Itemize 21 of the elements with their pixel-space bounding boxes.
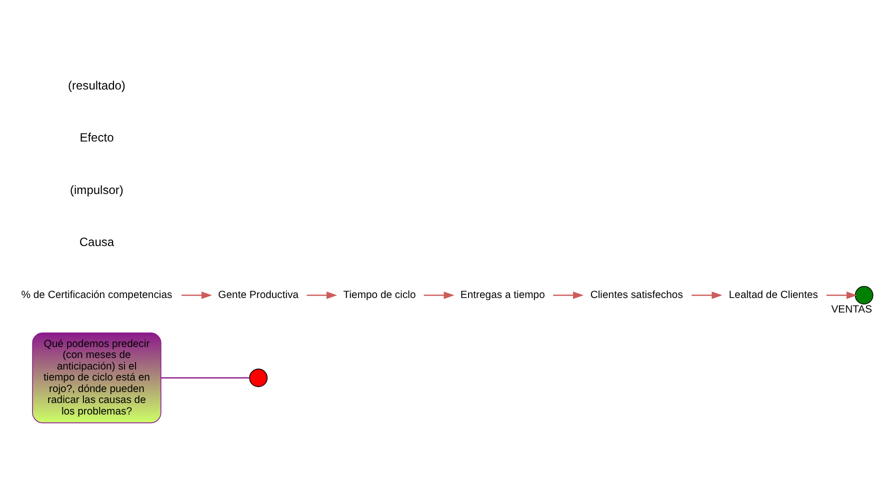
node-box: Qué podemos predecir (con meses de anticipación) si el tiempo de ciclo está en rojo?, dónde pueden radicar las causas de los problemas?: [32, 332, 162, 423]
node-circle: [854, 286, 874, 304]
node-text: Entregas a tiempo: [460, 289, 545, 300]
node-label: VENTAS: [831, 304, 872, 315]
label: (impulsor): [70, 182, 124, 196]
node-text: Gente Productiva: [218, 289, 299, 300]
node-text: Lealtad de Clientes: [728, 289, 818, 300]
label: Causa: [79, 234, 114, 248]
node-text: % de Certificación competencias: [21, 289, 172, 300]
node-text: Clientes satisfechos: [590, 289, 683, 300]
arrow: [306, 291, 338, 298]
arrow: [692, 291, 722, 298]
label: Efecto: [80, 130, 114, 144]
arrow: [182, 291, 212, 298]
label: (resultado): [68, 78, 126, 92]
connector: [161, 376, 250, 378]
node-circle: [249, 368, 268, 387]
arrow: [826, 291, 858, 298]
arrow: [424, 291, 454, 298]
arrow: [553, 291, 584, 298]
node-text: Tiempo de ciclo: [343, 289, 416, 300]
